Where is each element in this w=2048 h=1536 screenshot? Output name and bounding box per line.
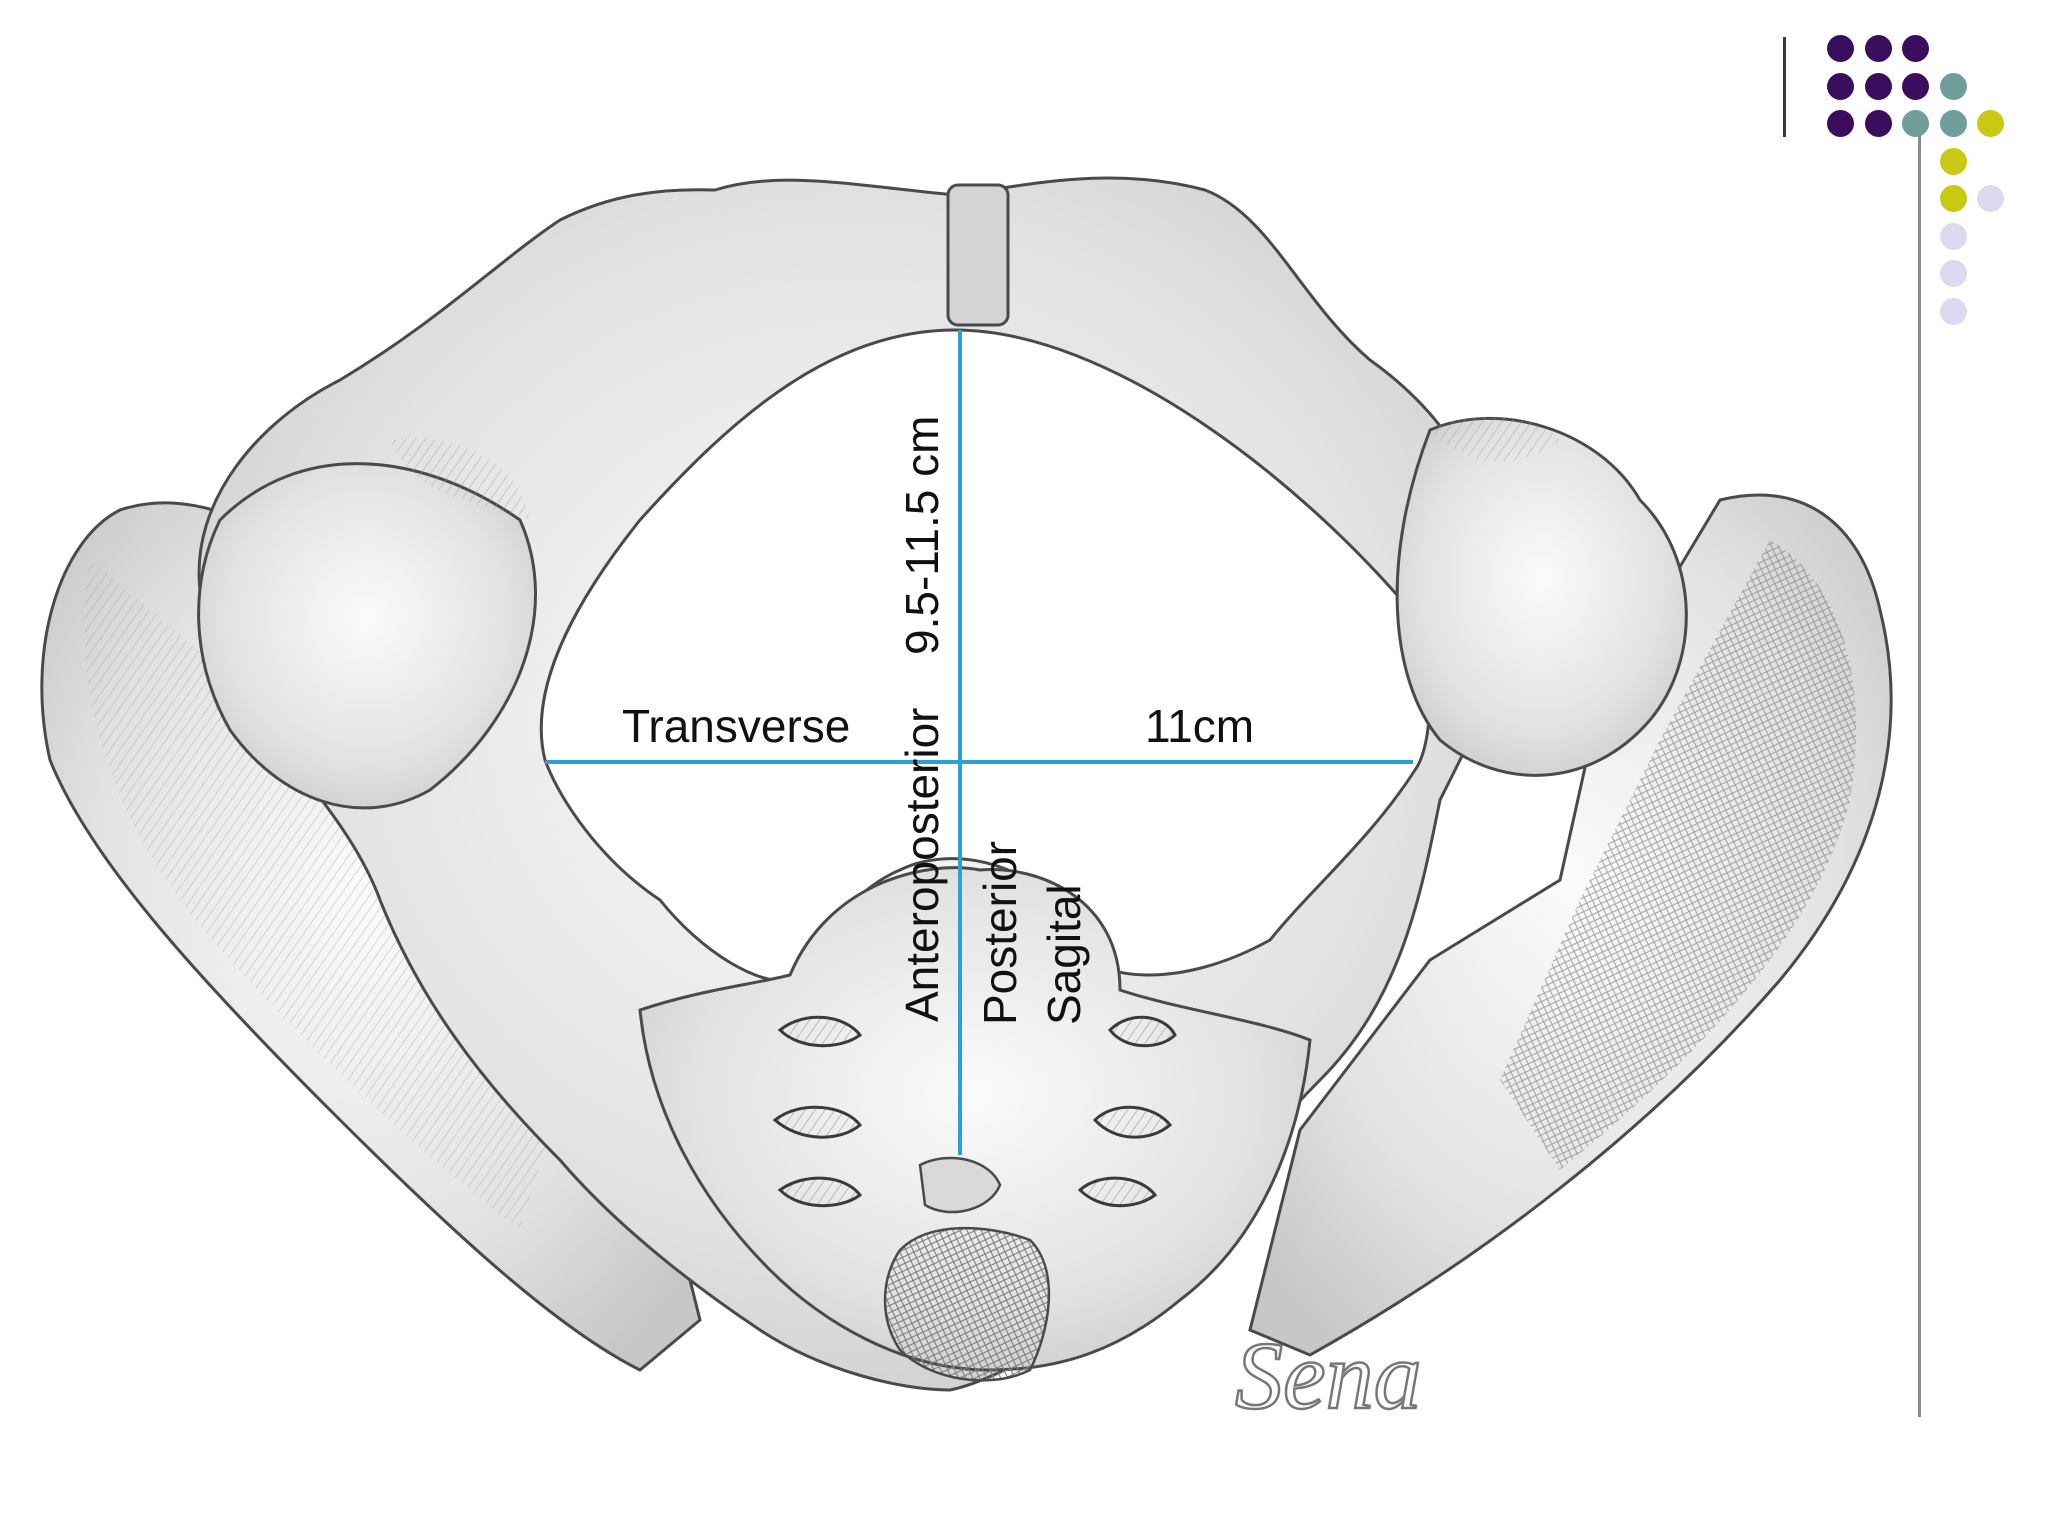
foramen-left-2: [772, 1105, 863, 1139]
left-acetabulum-shadow: [390, 438, 530, 520]
decor-dot: [1864, 110, 1892, 137]
decor-dot: [1827, 72, 1854, 100]
sacral-foramina: [772, 1015, 1177, 1208]
foramen-right-2: [1092, 1105, 1173, 1139]
foramen-right-1: [1108, 1015, 1177, 1048]
decor-dot: [1939, 110, 1967, 137]
decor-dot: [1902, 110, 1929, 137]
decor-dot: [1864, 72, 1892, 100]
sacrum: [638, 866, 1312, 1372]
foramen-left-1: [777, 1015, 863, 1048]
decor-dot: [1939, 147, 1967, 175]
anteroposterior-label: Anteroposterior: [896, 708, 948, 1023]
decor-dot: [1827, 35, 1854, 62]
decor-dot: [1939, 297, 1967, 325]
decorative-vertical-line-top: [1783, 37, 1786, 137]
anteroposterior-value-label: 9.5-11.5 cm: [896, 416, 948, 655]
artist-signature: Sena: [1235, 1322, 1422, 1429]
transverse-value-label: 11cm: [1145, 700, 1254, 752]
decor-dot: [1939, 185, 1967, 212]
right-acetabulum-shadow: [1430, 416, 1560, 462]
pubic-symphysis: [946, 183, 1010, 327]
decor-dot: [1864, 35, 1892, 62]
right-ilium-texture: [1500, 540, 1857, 1170]
sacral-promontory: [918, 1156, 1002, 1214]
sagital-label: Sagital: [1038, 884, 1090, 1025]
left-ilium-texture: [84, 560, 561, 1230]
decor-dot: [1939, 260, 1967, 287]
posterior-label: Posterior: [974, 841, 1026, 1025]
coccyx: [883, 1226, 1051, 1382]
foramen-left-3: [777, 1176, 863, 1208]
transverse-label: Transverse: [622, 700, 850, 752]
decor-dot: [1939, 222, 1967, 250]
decor-dot: [1902, 72, 1929, 100]
left-acetabulum: [197, 462, 538, 810]
decor-dot: [1939, 72, 1967, 100]
decor-dot: [1977, 110, 2004, 137]
foramen-right-3: [1077, 1176, 1158, 1208]
decorative-vertical-line-right: [1918, 132, 1921, 1417]
right-acetabulum: [1395, 417, 1688, 777]
decor-dot: [1902, 35, 1929, 62]
decor-dot: [1977, 185, 2004, 212]
decor-dot: [1827, 110, 1854, 137]
